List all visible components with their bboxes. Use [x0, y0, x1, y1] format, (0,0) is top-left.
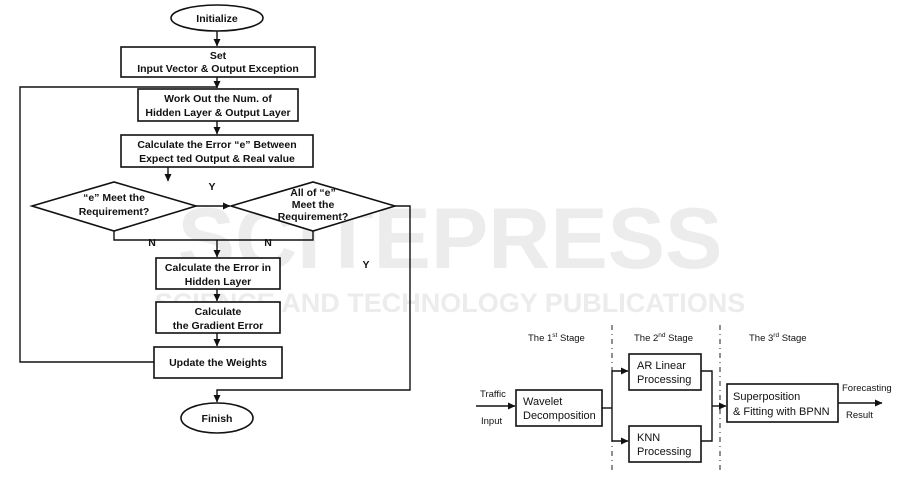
- decision2-label-line2: Meet the: [292, 199, 335, 211]
- merge-lines: [701, 370, 713, 442]
- knn-label-line1: KNN: [637, 432, 660, 444]
- input-label-line1: Traffic: [480, 389, 506, 400]
- no-label-1: N: [148, 237, 156, 249]
- yes-label-1: Y: [208, 181, 215, 193]
- output-label-line2: Result: [846, 410, 873, 421]
- work-label-line2: Hidden Layer & Output Layer: [145, 107, 290, 119]
- loop-back-line: [19, 86, 217, 363]
- bpnn-label-line1: Superposition: [733, 391, 800, 403]
- bpnn-box: [726, 383, 839, 423]
- stage1-header: The 1st Stage: [528, 332, 585, 344]
- calc-error-label-line1: Calculate the Error “e” Between: [137, 139, 296, 151]
- decision2-label-line3: Requirement?: [278, 211, 349, 223]
- wavelet-label-line1: Wavelet: [523, 396, 562, 408]
- gradient-label-line1: Calculate: [195, 306, 242, 318]
- line-decision1-no: [113, 231, 217, 241]
- line-decision2-no: [217, 231, 314, 241]
- no-label-2: N: [264, 237, 272, 249]
- set-label-line1: Set: [210, 50, 227, 62]
- bpnn-label-line2: & Fitting with BPNN: [733, 406, 830, 418]
- gradient-label-line2: the Gradient Error: [173, 320, 263, 332]
- hidden-error-label-line1: Calculate the Error in: [165, 262, 271, 274]
- finish-label: Finish: [202, 413, 233, 425]
- update-box: [153, 346, 283, 379]
- work-label-line1: Work Out the Num. of: [164, 93, 272, 105]
- knn-box: [628, 425, 702, 463]
- flowchart: Initialize Set Input Vector & Output Exc…: [19, 4, 411, 434]
- set-label-line2: Input Vector & Output Exception: [137, 63, 299, 75]
- work-box: [137, 88, 299, 122]
- calc-error-box: [120, 134, 314, 168]
- arrow-to-ar: [611, 367, 629, 408]
- gradient-box: [155, 301, 281, 334]
- knn-label-line2: Processing: [637, 446, 691, 458]
- wavelet-label-line2: Decomposition: [523, 410, 596, 422]
- stage2-header: The 2nd Stage: [634, 332, 693, 344]
- decision1-label-line1: “e” Meet the: [83, 192, 145, 204]
- update-label: Update the Weights: [169, 357, 267, 369]
- pipeline: The 1st Stage The 2nd Stage The 3rd Stag…: [476, 325, 892, 470]
- output-label-line1: Forecasting: [842, 383, 892, 394]
- calc-error-label-line2: Expect ted Output & Real value: [139, 153, 295, 165]
- decision1-label-line2: Requirement?: [79, 206, 150, 218]
- ar-box: [628, 353, 702, 391]
- arrow-decision2-yes-to-finish: [213, 205, 411, 403]
- ar-label-line2: Processing: [637, 374, 691, 386]
- hidden-error-box: [155, 257, 281, 290]
- decision2-label-line1: All of “e”: [290, 187, 336, 199]
- input-label-line2: Input: [481, 416, 502, 427]
- start-label: Initialize: [196, 13, 238, 25]
- arrow-to-knn: [611, 408, 629, 445]
- set-box: [120, 46, 316, 78]
- ar-label-line1: AR Linear: [637, 360, 686, 372]
- yes-label-2: Y: [362, 259, 369, 271]
- hidden-error-label-line2: Hidden Layer: [185, 276, 252, 288]
- finish-node: [180, 402, 254, 434]
- stage3-header: The 3rd Stage: [749, 332, 807, 344]
